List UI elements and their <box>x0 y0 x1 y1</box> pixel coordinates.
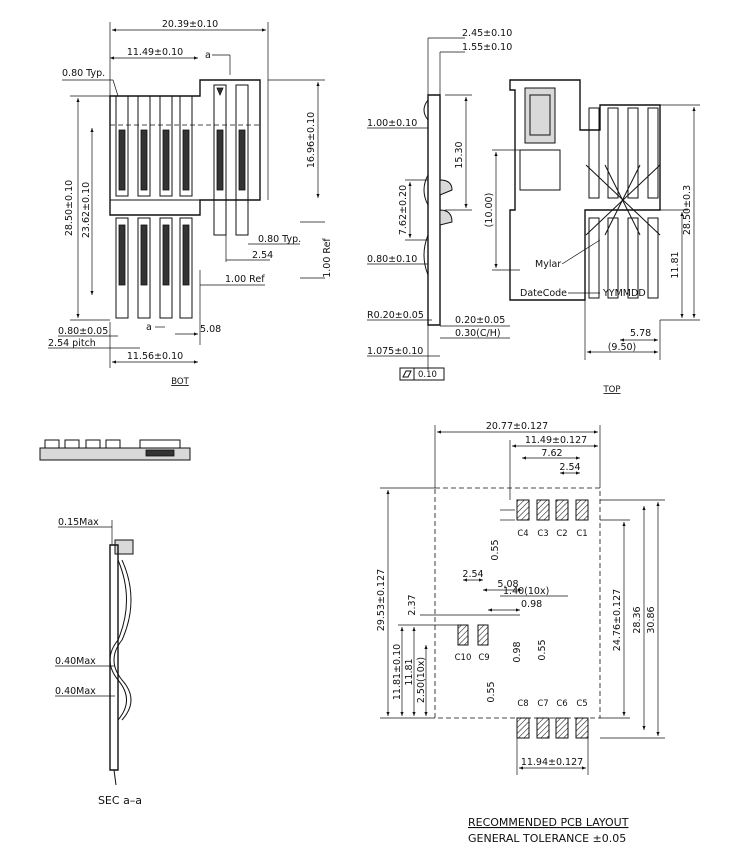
dim-lead-thickness: 1.00±0.10 <box>367 118 417 129</box>
view-label-section: SEC a–a <box>98 794 142 807</box>
dim-base-width: 11.56±0.10 <box>127 351 183 362</box>
dim-spring-max-1: 0.40Max <box>55 656 96 667</box>
notes-block: RECOMMENDED PCB LAYOUT GENERAL TOLERANCE… <box>468 816 629 845</box>
view-label-bot: BOT <box>171 377 189 387</box>
dim-ref-right: 1.00 Ref <box>322 238 333 278</box>
dim-pcb-gap-3: 0.55 <box>486 681 497 702</box>
dim-lead-pitch-right: 2.54 <box>252 250 273 261</box>
view-label-top: TOP <box>602 385 620 395</box>
dim-height-total: 28.50±0.10 <box>64 180 75 236</box>
dim-pcb-height-c9: 11.81±0.10 <box>392 644 403 700</box>
dim-pcb-3086: 30.86 <box>646 606 657 633</box>
dim-pcb-pad-width-10x: 1.40(10x) <box>503 586 549 597</box>
pad-c5: C5 <box>576 699 587 709</box>
dim-lead-offset: 0.80±0.10 <box>367 254 417 265</box>
bottom-contacts-right <box>213 84 249 236</box>
dim-pcb-height-inner: 24.76±0.127 <box>612 589 623 651</box>
pad-c1: C1 <box>576 529 587 539</box>
layout-title: RECOMMENDED PCB LAYOUT <box>468 816 629 829</box>
dim-pcb-pitch-c9: 2.54 <box>462 569 483 580</box>
pad-c7: C7 <box>537 699 548 709</box>
dim-radius: R0.20±0.05 <box>367 310 424 321</box>
dim-height-body: 1.55±0.10 <box>462 42 512 53</box>
callout-mylar: Mylar <box>535 259 561 270</box>
dim-pcb-bottom-width: 11.94±0.127 <box>521 757 583 768</box>
pcb-layout-view: 20.77±0.127 11.49±0.127 7.62 2.54 C4 C3 … <box>376 421 665 775</box>
dim-pcb-pad-length: 2.50(10x) <box>416 657 427 703</box>
dim-pcb-2836: 28.36 <box>632 606 643 633</box>
bottom-contacts-upper <box>115 95 193 197</box>
dim-length-top: 15.30 <box>454 141 465 168</box>
dim-width-ref: (9.50) <box>608 342 637 353</box>
section-aa-view: 0.15Max 0.40Max 0.40Max SEC a–a <box>55 517 142 807</box>
dim-standoff: 0.30(C/H) <box>455 328 501 339</box>
pad-c2: C2 <box>556 529 567 539</box>
dim-spring-max-2: 0.40Max <box>55 686 96 697</box>
pad-c10: C10 <box>455 653 472 663</box>
top-view: (10.00) 28.50±0.3 11.81 Mylar DateCode Y… <box>484 79 700 395</box>
dim-pcb-height-total: 29.53±0.127 <box>376 569 387 631</box>
dim-lead-width-bottom: 0.80±0.05 <box>58 326 108 337</box>
dim-overall-width: 20.39±0.10 <box>162 19 218 30</box>
dim-height-total-side: 2.45±0.10 <box>462 28 512 39</box>
dim-pcb-gap-2: 0.55 <box>537 639 548 660</box>
pad-c3: C3 <box>537 529 548 539</box>
dim-height-right: 16.96±0.10 <box>306 112 317 168</box>
dim-lead-pitch: 2.54 pitch <box>48 338 96 349</box>
dim-pcb-span-c9: 5.08 <box>497 579 518 590</box>
dim-pcb-237: 2.37 <box>407 594 418 615</box>
pad-c8: C8 <box>517 699 528 709</box>
dim-pitch-width: 11.49±0.10 <box>127 47 183 58</box>
front-profile-view <box>39 439 191 461</box>
pcb-pads-bottom: C8 C7 C6 C5 <box>516 699 589 739</box>
dim-base-height: 1.075±0.10 <box>367 346 423 357</box>
dim-pcb-pad-width: 0.98 <box>521 599 542 610</box>
section-mark-a-bottom: a <box>146 322 152 333</box>
dim-lead-width-right: 0.80 Typ. <box>258 234 301 245</box>
section-mark-a: a <box>205 50 211 61</box>
dim-pcb-pad-pitch: 2.54 <box>559 462 580 473</box>
callout-datecode: DateCode <box>520 288 567 299</box>
callout-datecode-value: YYMMDD <box>602 288 646 299</box>
pcb-pads-top: C4 C3 C2 C1 <box>516 499 589 539</box>
bottom-view: 20.39±0.10 11.49±0.10 a 0.80 Typ. <box>48 19 333 387</box>
flatness-value: 0.10 <box>418 370 437 380</box>
side-view: 2.45±0.10 1.55±0.10 15.30 1.00±0.10 7.62… <box>367 28 512 381</box>
pad-c6: C6 <box>556 699 567 709</box>
pad-c4: C4 <box>517 529 528 539</box>
bottom-contacts-lower <box>115 217 193 319</box>
general-tolerance: GENERAL TOLERANCE ±0.05 <box>468 832 626 845</box>
dim-pcb-pad-inner: 7.62 <box>541 448 562 459</box>
pcb-pads-mid: C10 C9 <box>455 624 490 663</box>
dim-pcb-width: 20.77±0.127 <box>486 421 548 432</box>
dim-pcb-height-c9-b: 11.81 <box>404 658 415 685</box>
dim-contact-width: 0.80 Typ. <box>62 68 105 79</box>
dim-ref-height: (10.00) <box>484 193 495 228</box>
dim-contact-row: 11.81 <box>670 251 681 278</box>
top-contacts <box>588 107 659 299</box>
dim-pcb-pad-span: 11.49±0.127 <box>525 435 587 446</box>
dim-pcb-pad-h: 0.98 <box>512 641 523 662</box>
dim-ref-bottom: 1.00 Ref <box>225 274 265 285</box>
dim-offset-top: 5.78 <box>630 328 651 339</box>
dim-top-max: 0.15Max <box>58 517 99 528</box>
dim-height-inner: 23.62±0.10 <box>81 182 92 238</box>
dim-plating: 0.20±0.05 <box>455 315 505 326</box>
dim-spring-gap: 7.62±0.20 <box>398 185 409 235</box>
pad-c9: C9 <box>478 653 489 663</box>
dim-offset: 5.08 <box>200 324 221 335</box>
dim-pcb-gap-1: 0.55 <box>490 539 501 560</box>
